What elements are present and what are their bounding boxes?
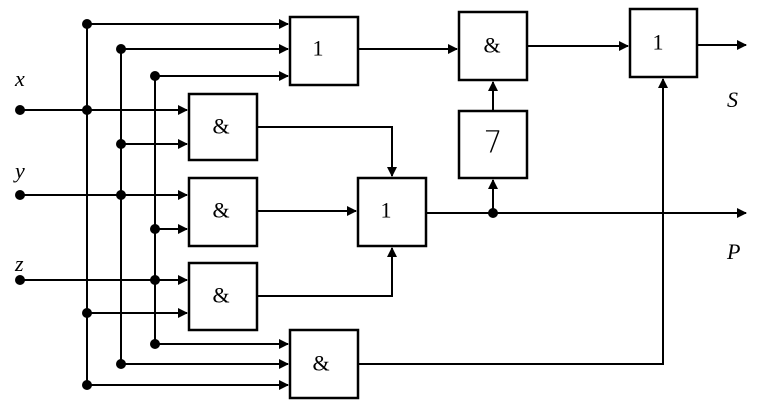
wire-and-xy-to-or-carry	[257, 126, 397, 177]
gate-label: &	[312, 351, 329, 376]
buses	[86, 24, 156, 385]
junction-dot	[488, 208, 498, 218]
junction-dot	[82, 308, 92, 318]
junction-dot	[116, 139, 126, 149]
input-wires	[20, 105, 188, 285]
gate-label: 1	[653, 30, 664, 55]
wire-and-zx-to-or-carry	[257, 247, 397, 297]
output-label-P: P	[726, 239, 740, 264]
gate-or-xyz: 1	[288, 15, 360, 87]
junction-dot	[150, 71, 160, 81]
gate-not-carry: 7	[457, 109, 529, 180]
junction-dot	[150, 224, 160, 234]
gate-or-carry: 1	[356, 176, 428, 248]
input-label-z: z	[14, 251, 24, 276]
junction-dot	[82, 105, 92, 115]
gate-label: &	[483, 33, 500, 58]
gate-or-sum: 1	[628, 7, 699, 79]
input-terminal-x	[15, 105, 25, 115]
gate-label: &	[212, 283, 229, 308]
gate-label: &	[212, 198, 229, 223]
gate-and-yz: &	[187, 176, 259, 248]
input-terminal-y	[15, 190, 25, 200]
gate-label: 1	[381, 198, 392, 223]
gate-and-xyz: &	[288, 328, 360, 400]
junction-dot	[82, 19, 92, 29]
junction-dot	[150, 339, 160, 349]
input-terminal-z	[15, 275, 25, 285]
gate-label: 7	[483, 126, 502, 161]
junction-dot	[116, 359, 126, 369]
junction-dot	[150, 275, 160, 285]
gate-label: 1	[313, 36, 324, 61]
input-label-y: y	[13, 158, 25, 183]
junction-dot	[116, 44, 126, 54]
junctions	[15, 19, 498, 390]
junction-dot	[116, 190, 126, 200]
gate-and-zx: &	[187, 261, 259, 332]
input-label-x: x	[14, 66, 25, 91]
gate-label: &	[212, 114, 229, 139]
gate-and-xy: &	[187, 92, 259, 162]
junction-dot	[82, 380, 92, 390]
gate-and-mid: &	[457, 10, 529, 82]
output-label-S: S	[727, 87, 738, 112]
wire-and3-to-or-sum	[358, 78, 668, 365]
